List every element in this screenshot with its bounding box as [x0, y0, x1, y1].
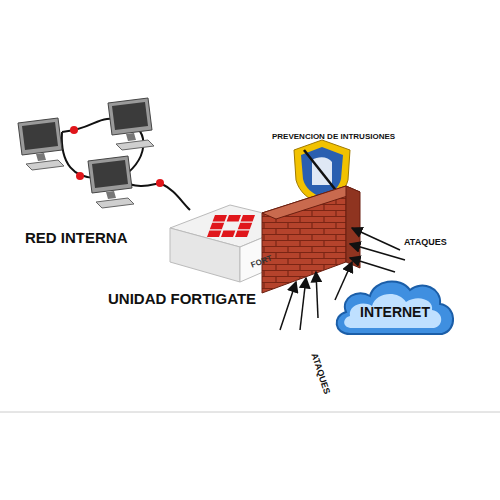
cloud-node: INTERNET [330, 272, 460, 344]
cloud-text: INTERNET [360, 304, 430, 320]
attack-label: ATAQUES [404, 238, 447, 248]
shield-label: PREVENCION DE INTRUSIONES [272, 133, 395, 142]
device-label: UNIDAD FORTIGATE [108, 291, 256, 308]
attack-label: ATAQUES [309, 352, 332, 396]
bottom-rule [0, 412, 500, 413]
computer-icons [18, 98, 154, 208]
network-label: RED INTERNA [25, 230, 128, 247]
